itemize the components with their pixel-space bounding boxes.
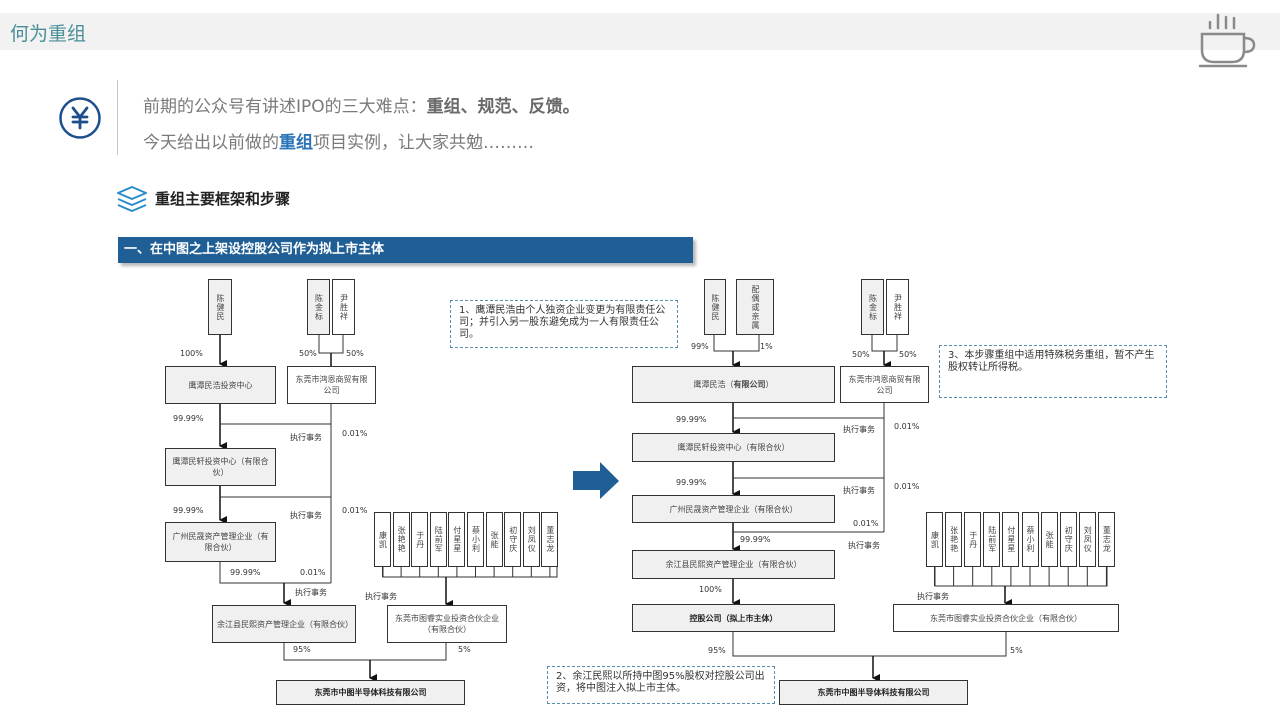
note-2: 2、余江民熙以所持中图95%股权对控股公司出资，将中图注入拟上市主体。	[547, 666, 775, 704]
partner-box: 付星星	[448, 512, 466, 567]
person-box: 陈金标	[861, 279, 884, 335]
entity-box: 鹰潭民轩投资中心（有限合伙）	[165, 448, 276, 486]
person-box: 陈健民	[208, 279, 232, 335]
entity-box: 广州民晟资产管理企业（有限合伙）	[165, 522, 276, 562]
pct-label: 0.01%	[894, 482, 920, 491]
pct-label: 0.01%	[342, 506, 368, 515]
person-box: 尹胜祥	[332, 279, 355, 335]
partner-box: 蔡小利	[1021, 512, 1039, 567]
pct-label: 0.01%	[853, 519, 879, 528]
partner-box: 蔡小利	[467, 512, 484, 567]
header-bar	[0, 13, 1280, 50]
note-1: 1、鹰潭民浩由个人独资企业变更为有限责任公司；并引入另一股东避免成为一人有限责任…	[450, 300, 678, 348]
pct-label: 99.99%	[676, 415, 707, 424]
pct-label: 5%	[458, 645, 471, 654]
partner-box: 张能	[1040, 512, 1058, 567]
partner-box: 张艳艳	[945, 512, 963, 567]
target-company-box: 东莞市中图半导体科技有限公司	[779, 680, 968, 705]
pct-label: 99.99%	[230, 568, 261, 577]
entity-box: 东莞市鸿恩商贸有限公司	[287, 366, 376, 404]
intro-text: 前期的公众号有讲述IPO的三大难点：	[143, 97, 427, 117]
exec-label: 执行事务	[290, 511, 322, 520]
pct-label: 5%	[1010, 646, 1023, 655]
exec-label: 执行事务	[365, 592, 397, 601]
exec-label: 执行事务	[917, 592, 949, 601]
section-title: 重组主要框架和步骤	[155, 190, 291, 208]
pct-label: 0.01%	[300, 568, 326, 577]
pct-label: 100%	[699, 585, 722, 594]
pct-label: 99.99%	[740, 535, 771, 544]
entity-box: 东莞市鸿恩商贸有限公司	[840, 366, 929, 403]
pct-label: 50%	[346, 349, 364, 358]
divider	[117, 80, 118, 155]
partner-box: 康凯	[374, 512, 391, 567]
entity-box: 广州民晟资产管理企业（有限合伙）	[632, 495, 835, 523]
pct-label: 0.01%	[894, 422, 920, 431]
entity-box: 余江县民熙资产管理企业（有限合伙）	[212, 605, 356, 643]
person-box: 尹胜祥	[886, 279, 909, 335]
person-box: 陈健民	[704, 279, 726, 335]
note-3: 3、本步骤重组中适用特殊税务重组，暂不产生股权转让所得税。	[939, 345, 1167, 398]
entity-box: 鹰潭民轩投资中心（有限合伙）	[632, 433, 835, 462]
entity-box: 鹰潭民浩（有限公司）	[632, 366, 835, 403]
partner-box: 刘凤仪	[522, 512, 540, 567]
pct-label: 50%	[852, 350, 870, 359]
intro-line-2: 今天给出以前做的重组项目实例，让大家共勉………	[143, 128, 534, 153]
partner-box: 于丹	[964, 512, 982, 567]
holding-company-box: 控股公司（拟上市主体）	[632, 604, 835, 632]
pct-label: 95%	[708, 646, 726, 655]
pct-label: 50%	[899, 350, 917, 359]
pct-label: 99.99%	[173, 414, 204, 423]
pct-label: 95%	[293, 645, 311, 654]
exec-label: 执行事务	[843, 425, 875, 434]
partner-box: 于丹	[411, 512, 429, 567]
exec-label: 执行事务	[848, 541, 880, 550]
partner-box: 张艳艳	[392, 512, 410, 567]
page-title: 何为重组	[10, 23, 87, 45]
intro-text: 今天给出以前做的	[143, 133, 279, 153]
pct-label: 50%	[299, 349, 317, 358]
pct-label: 99.99%	[173, 506, 204, 515]
pct-label: 99.99%	[676, 478, 707, 487]
exec-label: 执行事务	[843, 486, 875, 495]
exec-label: 执行事务	[290, 433, 322, 442]
step-banner: 一、在中图之上架设控股公司作为拟上市主体	[118, 237, 693, 263]
partner-box: 董志龙	[1097, 512, 1115, 567]
person-box: 配偶或亲属	[736, 279, 774, 335]
partner-box: 陆前军	[983, 512, 1001, 567]
intro-line-1: 前期的公众号有讲述IPO的三大难点：重组、规范、反馈。	[143, 92, 580, 117]
pct-label: 1%	[760, 342, 773, 351]
layers-icon	[117, 186, 147, 212]
intro-emphasis-link: 重组	[279, 133, 313, 153]
pct-label: 100%	[180, 349, 203, 358]
entity-box: 余江县民熙资产管理企业（有限合伙）	[632, 550, 835, 579]
entity-box: 东莞市图睿实业投资合伙企业（有限合伙）	[893, 604, 1119, 632]
yen-circle-icon	[59, 97, 101, 139]
partner-box: 康凯	[926, 512, 943, 567]
person-box: 陈金标	[307, 279, 330, 335]
pct-label: 0.01%	[342, 429, 368, 438]
target-company-box: 东莞市中图半导体科技有限公司	[276, 680, 465, 705]
coffee-cup-icon	[1198, 13, 1256, 68]
right-arrow-icon	[573, 462, 619, 499]
partner-box: 董志龙	[541, 512, 559, 567]
intro-text: 项目实例，让大家共勉………	[313, 133, 534, 153]
partner-box: 陆前军	[429, 512, 447, 567]
partner-box: 付星星	[1002, 512, 1020, 567]
intro-emphasis: 重组、规范、反馈。	[426, 97, 580, 117]
partner-box: 初守庆	[504, 512, 522, 567]
partner-box: 刘凤仪	[1078, 512, 1096, 567]
entity-box: 鹰潭民浩投资中心	[165, 366, 276, 404]
partner-box: 张能	[485, 512, 503, 567]
entity-box: 东莞市图睿实业投资合伙企业（有限合伙）	[387, 605, 507, 643]
pct-label: 99%	[691, 342, 709, 351]
exec-label: 执行事务	[295, 588, 327, 597]
partner-box: 初守庆	[1059, 512, 1077, 567]
